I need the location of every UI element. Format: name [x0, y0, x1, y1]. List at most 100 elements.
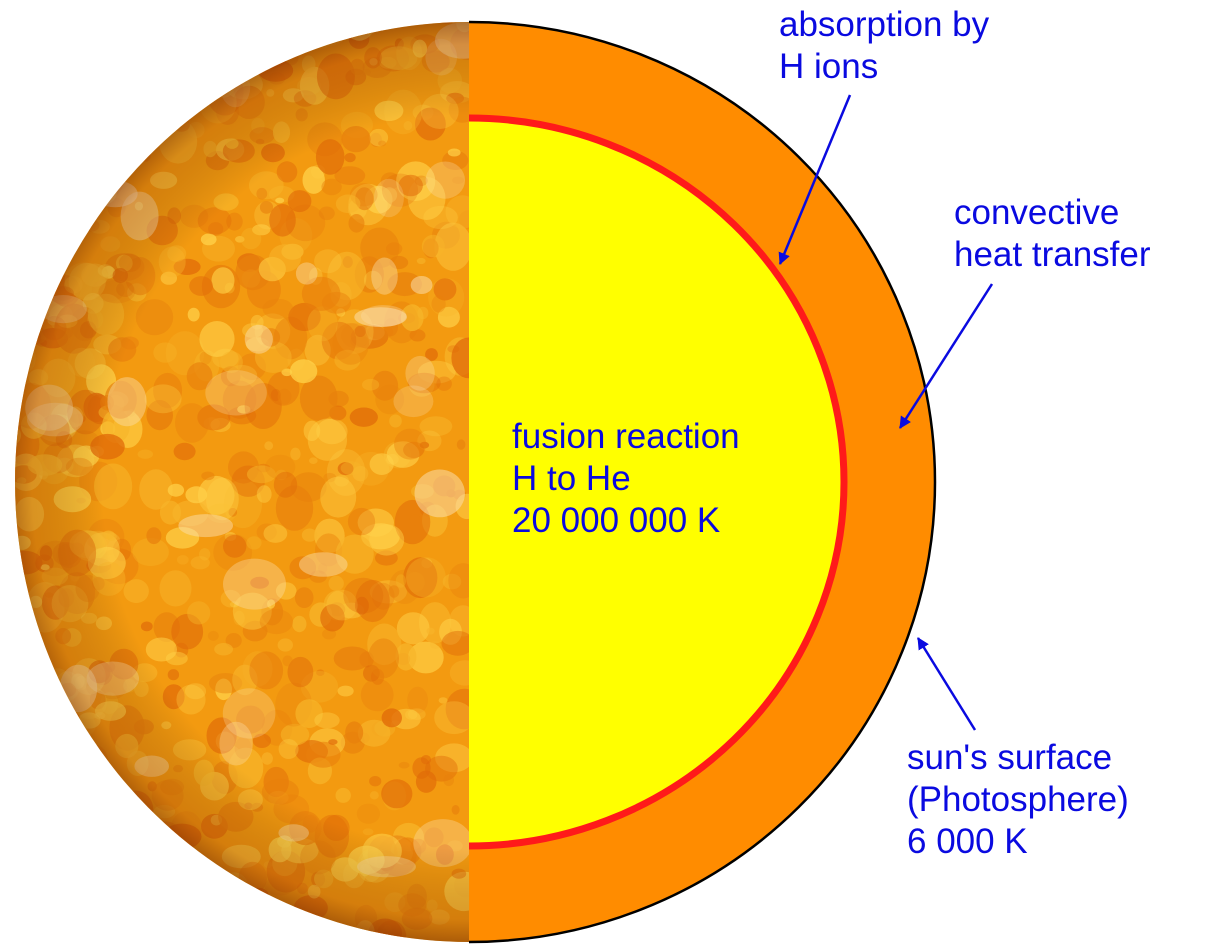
granule [34, 862, 44, 871]
granule [15, 57, 41, 94]
label-line: heat transfer [954, 235, 1151, 274]
granule [29, 845, 44, 856]
granule [3, 76, 14, 90]
granule [19, 61, 40, 85]
granule [15, 607, 23, 628]
granule [93, 927, 112, 942]
granule [57, 22, 92, 52]
granule [46, 853, 71, 881]
granule [94, 22, 128, 47]
granule [290, 31, 302, 39]
granule [61, 145, 83, 160]
granule [15, 802, 23, 831]
granule [15, 724, 39, 754]
granule [15, 861, 18, 876]
granule [82, 49, 103, 61]
granule [107, 793, 116, 805]
granule [25, 22, 52, 50]
granule [15, 914, 16, 936]
granule [253, 919, 285, 942]
granule [71, 179, 82, 190]
fusion-core [469, 118, 844, 846]
bright-patch [15, 893, 63, 922]
granule [37, 684, 55, 706]
granule [67, 882, 104, 912]
granule [15, 202, 21, 224]
granule [25, 679, 48, 701]
bright-patch [15, 272, 41, 300]
granule [201, 868, 231, 888]
granule [32, 72, 46, 85]
granule [28, 157, 52, 176]
granule [15, 283, 42, 314]
granule [33, 132, 71, 172]
granule [54, 883, 77, 910]
granule [0, 744, 13, 754]
granule [15, 212, 33, 253]
granule [76, 926, 108, 942]
granule [146, 906, 180, 942]
granule [45, 811, 72, 843]
granule [34, 188, 68, 224]
granule [15, 242, 39, 282]
granule [230, 899, 244, 911]
granule [15, 337, 17, 362]
granule [27, 722, 66, 757]
granule [15, 692, 23, 707]
granule [15, 705, 16, 731]
granule [0, 898, 10, 909]
granule [45, 162, 79, 204]
granule [15, 604, 23, 614]
granule [72, 812, 96, 834]
granule [230, 932, 249, 942]
granule [105, 141, 129, 166]
bright-patch [31, 828, 89, 873]
granule [40, 821, 56, 834]
granule [16, 850, 45, 888]
granule [97, 929, 114, 942]
granule [15, 576, 20, 587]
granule [95, 127, 113, 149]
granule [30, 22, 50, 33]
granule [69, 95, 84, 113]
granule [15, 183, 36, 206]
label-line: H ions [779, 47, 879, 86]
granule [44, 157, 57, 167]
granule [15, 806, 44, 848]
granule [73, 809, 86, 818]
granule [15, 324, 32, 370]
granule [15, 325, 16, 338]
granule [153, 925, 164, 939]
granule [55, 231, 80, 251]
granule [15, 75, 25, 93]
granule [61, 22, 98, 65]
granule [15, 29, 38, 67]
granule [249, 904, 285, 934]
granule [66, 742, 94, 769]
granule [15, 777, 20, 799]
label-line: (Photosphere) [907, 780, 1129, 819]
granule [63, 175, 78, 187]
granule [78, 145, 87, 151]
granule [41, 764, 67, 782]
granule [59, 22, 82, 32]
granule [15, 828, 19, 845]
granule [15, 635, 40, 668]
granule [33, 162, 48, 180]
granule [263, 33, 288, 63]
granule [223, 916, 259, 942]
granule [42, 234, 53, 247]
granule [105, 22, 141, 52]
granule [109, 814, 132, 831]
granule [29, 866, 46, 886]
granule [78, 798, 109, 823]
granule [179, 895, 211, 924]
arrow-surface [916, 637, 977, 731]
limb-darkening [15, 22, 469, 942]
granule [164, 34, 182, 53]
granule [42, 22, 56, 38]
granule [213, 884, 241, 907]
granule [32, 710, 64, 749]
granule [66, 49, 98, 70]
granule [35, 283, 51, 295]
